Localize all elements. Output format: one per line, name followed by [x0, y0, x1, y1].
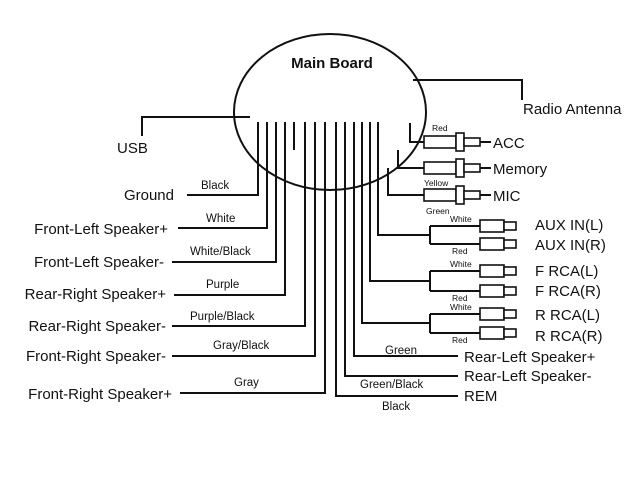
rca-group-front	[369, 122, 517, 298]
rca-group-rear	[361, 122, 517, 340]
rca-label: F RCA(L)	[535, 263, 598, 280]
bottom-wire-color: Green	[385, 345, 417, 357]
wire-ground	[187, 122, 259, 196]
plug-name: Memory	[493, 161, 548, 178]
wire-rear-left-plus	[353, 122, 458, 357]
left-wire-color: White/Black	[190, 246, 251, 258]
plug-color: Red	[432, 123, 448, 133]
left-wire-color: Purple/Black	[190, 311, 255, 323]
rca-label: R RCA(L)	[535, 307, 600, 324]
left-wire-name: Front-Right Speaker-	[26, 348, 166, 365]
usb-label: USB	[117, 140, 148, 157]
left-wire-name: Front-Right Speaker+	[28, 386, 172, 403]
antenna-wire	[413, 79, 523, 100]
wire-mic	[387, 168, 424, 196]
bottom-wire-color: Green/Black	[360, 379, 424, 391]
bottom-wire-name: REM	[464, 388, 497, 405]
wire-front-right-minus	[172, 122, 316, 357]
bottom-wire-name: Rear-Left Speaker-	[464, 368, 592, 385]
plug-color: Green	[426, 206, 450, 216]
bottom-wire-color: Black	[382, 401, 410, 413]
plug-color: Yellow	[424, 178, 449, 188]
plug-name: ACC	[493, 135, 525, 152]
left-wire-color: Gray/Black	[213, 340, 269, 352]
rca-color: Red	[452, 335, 468, 345]
plug-name: MIC	[493, 188, 521, 205]
left-wire-color: Purple	[206, 279, 239, 291]
rca-color: White	[450, 302, 472, 312]
bottom-wire-name: Rear-Left Speaker+	[464, 349, 596, 366]
left-wire-name: Front-Left Speaker-	[34, 254, 164, 271]
left-wire-name: Front-Left Speaker+	[34, 221, 168, 238]
rca-color: Red	[452, 293, 468, 303]
plug-connector-mic	[423, 185, 491, 205]
plug-group	[387, 123, 424, 196]
usb-wire	[141, 116, 250, 136]
left-wire-name: Rear-Right Speaker+	[25, 286, 167, 303]
left-wire-color: White	[206, 213, 235, 225]
wire-rear-right-minus	[172, 122, 306, 327]
rca-color: Red	[452, 246, 468, 256]
rca-label: AUX IN(L)	[535, 217, 603, 234]
rca-label: F RCA(R)	[535, 283, 601, 300]
wire-acc	[409, 123, 424, 143]
wire-front-left-plus	[178, 122, 268, 229]
left-wire-group	[172, 122, 326, 394]
bottom-wire-group	[335, 122, 458, 397]
plug-connector-acc	[423, 132, 491, 152]
main-board-title: Main Board	[291, 55, 373, 72]
rca-group-aux	[377, 122, 517, 251]
wire-rem	[335, 122, 458, 397]
antenna-label: Radio Antenna	[523, 101, 622, 118]
plug-connector-memory	[423, 158, 491, 178]
left-wire-name: Ground	[124, 187, 174, 204]
rca-color: White	[450, 214, 472, 224]
rca-label: R RCA(R)	[535, 328, 603, 345]
wire-rear-right-plus	[174, 122, 286, 296]
rca-color: White	[450, 259, 472, 269]
rca-label: AUX IN(R)	[535, 237, 606, 254]
left-wire-name: Rear-Right Speaker-	[28, 318, 166, 335]
left-wire-color: Gray	[234, 377, 259, 389]
wire-front-right-plus	[180, 122, 326, 394]
wire-rear-left-minus	[344, 122, 458, 377]
wire-front-left-minus	[172, 122, 277, 263]
left-wire-color: Black	[201, 180, 229, 192]
wire-memory	[397, 150, 424, 169]
